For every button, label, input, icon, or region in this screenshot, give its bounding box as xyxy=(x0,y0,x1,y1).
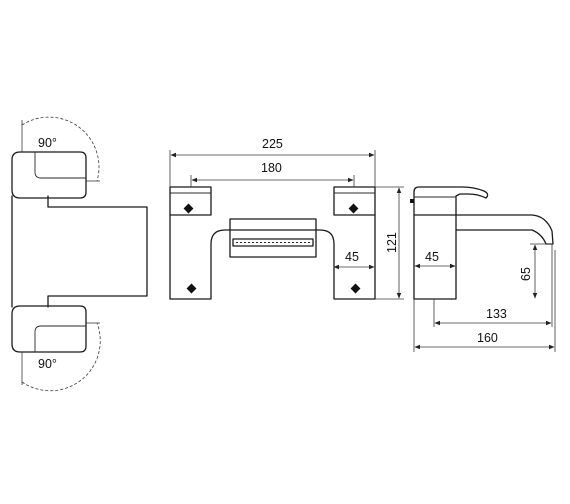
front-body xyxy=(169,214,376,300)
plan-bottom-handle xyxy=(11,305,87,353)
plan-top-handle xyxy=(11,151,87,199)
dim-label-160: 160 xyxy=(477,331,498,345)
front-view: 225 180 45 121 xyxy=(169,137,404,300)
side-body xyxy=(413,214,457,300)
indicator-mark xyxy=(183,203,194,214)
side-view: 45 65 133 160 xyxy=(410,186,556,352)
angle-label-top: 90° xyxy=(38,136,57,150)
plan-top-handle-inner xyxy=(34,152,86,179)
waterfall-outlet xyxy=(232,238,314,247)
dim-label-180: 180 xyxy=(261,161,282,175)
dim-label-65: 65 xyxy=(519,267,533,281)
plan-view: 90° 90° xyxy=(11,116,148,392)
plan-body-outline xyxy=(47,195,148,308)
dim-label-133: 133 xyxy=(486,307,507,321)
angle-label-bottom: 90° xyxy=(38,357,57,371)
dim-label-121: 121 xyxy=(385,232,399,253)
dim-label-225: 225 xyxy=(262,137,283,151)
angle-arc-bottom xyxy=(21,322,101,392)
side-handle-lever xyxy=(413,186,489,216)
side-marker xyxy=(410,199,414,203)
front-right-handle xyxy=(333,186,376,216)
dim-label-45-side: 45 xyxy=(425,250,439,264)
plan-bottom-handle-inner xyxy=(34,325,86,352)
waterfall-spout xyxy=(229,218,317,258)
side-spout xyxy=(455,214,554,245)
indicator-mark xyxy=(186,283,197,294)
indicator-mark xyxy=(350,283,361,294)
angle-arc-top xyxy=(21,116,100,182)
dim-label-45-front: 45 xyxy=(345,250,359,264)
front-left-handle xyxy=(169,186,212,216)
indicator-mark xyxy=(348,203,359,214)
